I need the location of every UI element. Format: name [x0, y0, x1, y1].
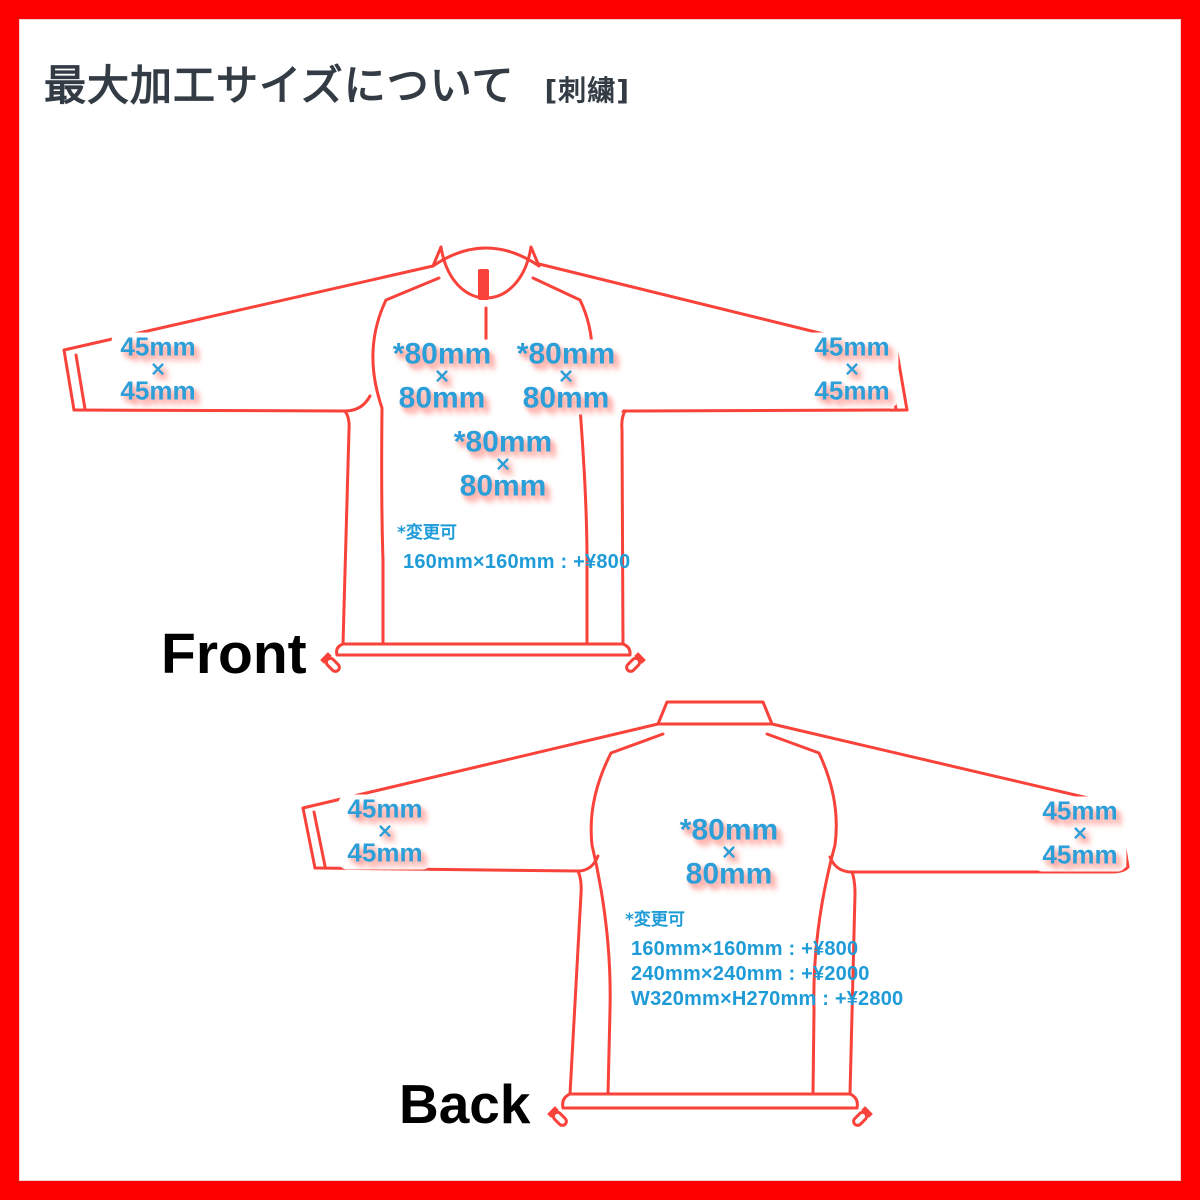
back-cuff-left — [301, 806, 327, 870]
times-sign: × — [376, 818, 394, 843]
back-sleeve-top-right — [770, 722, 1120, 807]
back-raglan-seam-right — [765, 732, 838, 1096]
front-chest-left-size-label: *80mm × 80mm — [383, 337, 501, 415]
back-collar — [656, 700, 774, 726]
times-sign: × — [720, 839, 738, 864]
size-width: *80mm — [679, 813, 779, 847]
size-width: 45mm — [814, 331, 890, 362]
front-toggle-left — [320, 652, 341, 673]
back-hem — [561, 1092, 859, 1110]
note-line: 160mm×160mm : +¥800 — [403, 551, 631, 573]
page-title-tag: [刺繍] — [544, 74, 631, 107]
back-sleeve-top-left — [301, 722, 660, 810]
times-sign: × — [433, 363, 451, 388]
times-sign: × — [494, 451, 512, 476]
note-heading: *変更可 — [625, 910, 685, 930]
front-body-right-edge — [620, 409, 627, 646]
page-title-main: 最大加工サイズについて — [44, 61, 515, 110]
front-view-label: Front — [161, 622, 307, 686]
back-toggle-right — [852, 1106, 873, 1127]
size-width: *80mm — [516, 337, 616, 371]
front-size-change-note: *変更可 160mm×160mm : +¥800 — [397, 524, 630, 575]
size-height: 80mm — [459, 469, 547, 503]
back-raglan-seam-left — [589, 732, 665, 1096]
times-sign: × — [557, 363, 575, 388]
size-width: 45mm — [347, 793, 423, 824]
front-chest-right-size-label: *80mm × 80mm — [507, 337, 625, 415]
back-size-change-note: *変更可 160mm×160mm : +¥800 240mm×240mm : +… — [625, 911, 903, 1012]
front-toggle-right — [625, 652, 646, 673]
front-collar — [431, 245, 541, 300]
front-body-left-edge — [341, 409, 351, 646]
front-raglan-seam-left — [371, 276, 441, 646]
size-width: *80mm — [392, 337, 492, 371]
times-sign: × — [843, 356, 861, 381]
back-body-left-edge — [568, 869, 583, 1096]
size-width: 45mm — [120, 331, 196, 362]
back-center-size-label: *80mm × 80mm — [670, 813, 788, 891]
front-sleeve-left-size-label: 45mm × 45mm — [111, 331, 205, 408]
note-line: 240mm×240mm : +¥2000 — [631, 963, 870, 985]
size-height: 80mm — [522, 381, 610, 415]
size-width: 45mm — [1042, 795, 1118, 826]
back-toggle-left — [547, 1106, 568, 1127]
note-line: 160mm×160mm : +¥800 — [631, 938, 859, 960]
size-height: 45mm — [814, 375, 890, 406]
back-sleeve-right-size-label: 45mm × 45mm — [1033, 795, 1127, 872]
front-sleeve-right-size-label: 45mm × 45mm — [805, 331, 899, 408]
note-line: W320mm×H270mm : +¥2800 — [631, 988, 904, 1010]
front-cuff-left — [62, 348, 87, 412]
back-view-label: Back — [399, 1073, 531, 1135]
size-height: 45mm — [347, 837, 423, 868]
front-hem — [335, 642, 632, 657]
note-heading: *変更可 — [397, 523, 457, 543]
front-sleeve-bottom-left — [72, 394, 372, 413]
size-height: 80mm — [398, 381, 486, 415]
back-sleeve-left-size-label: 45mm × 45mm — [338, 793, 432, 870]
size-height: 45mm — [1042, 839, 1118, 870]
back-sleeve-bottom-right — [828, 855, 1130, 874]
times-sign: × — [149, 356, 167, 381]
front-center-size-label: *80mm × 80mm — [444, 425, 562, 503]
front-zipper-pull — [478, 269, 489, 300]
page-title: 最大加工サイズについて [刺繍] — [44, 52, 630, 113]
times-sign: × — [1071, 820, 1089, 845]
size-width: *80mm — [453, 425, 553, 459]
back-jacket-drawing — [301, 700, 1130, 1127]
size-height: 45mm — [120, 375, 196, 406]
back-body-right-edge — [848, 870, 857, 1096]
size-height: 80mm — [685, 857, 773, 891]
